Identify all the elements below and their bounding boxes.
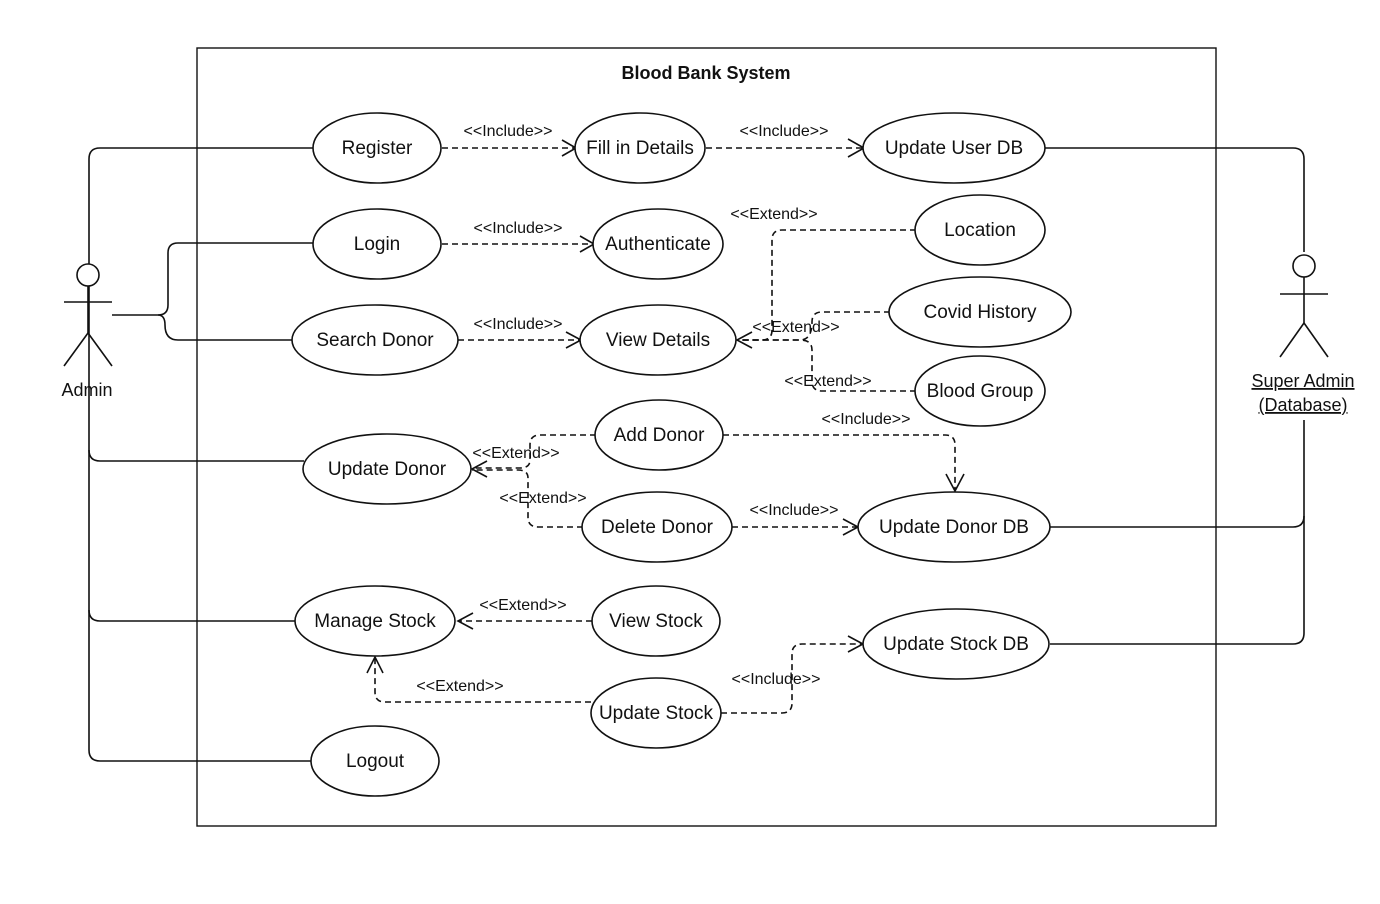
use-case-view-stock: View Stock [591,585,721,657]
use-case-location: Location [914,194,1046,266]
include-label: <<Include>> [822,411,911,428]
extend-label: <<Extend>> [499,490,586,507]
rel-deletedonor-updatedonor [472,469,583,528]
use-case-covid-history: Covid History [888,276,1072,348]
rel-updatestock-stockdb [721,643,862,714]
use-case-delete-donor: Delete Donor [581,491,733,563]
extend-label: <<Extend>> [752,319,839,336]
rel-adddonor-donordb [723,434,956,490]
use-case-label: Add Donor [614,425,706,446]
use-case-label: Manage Stock [314,611,436,632]
actor-admin: Admin [61,263,113,400]
use-case-blood-group: Blood Group [914,355,1046,427]
rel-adddonor-updatedonor [472,434,596,469]
arrowhead [735,331,753,349]
extend-label: <<Extend>> [730,206,817,223]
use-case-label: Register [342,138,413,159]
actor-admin-label: Admin [61,380,112,400]
include-label: <<Include>> [474,220,563,237]
admin-to-manage-stock [88,609,296,622]
use-case-label: Update Donor DB [879,517,1029,538]
use-case-label: View Stock [609,611,703,632]
arrowhead [470,460,488,478]
use-case-login: Login [312,208,442,280]
include-label: <<Include>> [464,123,553,140]
use-case-update-donor: Update Donor [302,433,472,505]
use-case-manage-stock: Manage Stock [294,585,456,657]
extend-label: <<Extend>> [784,373,871,390]
use-case-update-user-db: Update User DB [862,112,1046,184]
use-case-update-donor-db: Update Donor DB [857,491,1051,563]
actor-super-admin: Super Admin (Database) [1251,254,1355,415]
use-case-logout: Logout [310,725,440,797]
use-case-register: Register [312,112,442,184]
superadmin-to-update-donor-db [1050,515,1305,528]
arrowhead [945,473,965,493]
use-case-label: Update Stock DB [883,634,1029,655]
arrowhead [456,612,474,630]
superadmin-to-update-user-db [1045,147,1305,252]
rel-bloodgroup-view [737,339,916,392]
use-case-update-stock-db: Update Stock DB [862,608,1050,680]
include-label: <<Include>> [474,316,563,333]
use-case-label: Update Stock [599,703,714,724]
extend-label: <<Extend>> [472,445,559,462]
use-case-label: Update Donor [328,459,447,480]
admin-association-trunk [88,147,313,762]
include-label: <<Include>> [740,123,829,140]
use-case-search-donor: Search Donor [291,304,459,376]
admin-to-search-donor [157,314,293,341]
use-case-label: Fill in Details [586,138,694,159]
use-case-update-stock: Update Stock [590,677,722,749]
extend-label: <<Extend>> [416,678,503,695]
system-title: Blood Bank System [621,63,790,83]
arrowhead [366,655,384,674]
include-label: <<Include>> [750,502,839,519]
actor-super-admin-label: Super Admin [1251,371,1354,391]
system-boundary [196,47,1217,827]
actor-super-admin-sublabel: (Database) [1258,395,1347,415]
use-case-view-details: View Details [579,304,737,376]
actor-head [1292,254,1316,278]
use-case-label: Update User DB [885,138,1023,159]
use-case-label: Delete Donor [601,517,714,538]
include-label: <<Include>> [732,671,821,688]
use-case-fill-in-details: Fill in Details [574,112,706,184]
use-case-label: Search Donor [316,330,434,351]
admin-to-update-donor [88,449,304,462]
actor-head [76,263,100,287]
use-case-label: Login [354,234,401,255]
rel-updatestock-managestock [374,658,591,703]
extend-label: <<Extend>> [479,597,566,614]
superadmin-trunk-lower [1050,420,1305,645]
use-case-add-donor: Add Donor [594,399,724,471]
use-case-label: Location [944,220,1016,241]
rel-covid-view [737,311,890,341]
admin-to-login [112,242,313,316]
use-case-label: Covid History [924,302,1037,323]
use-case-label: Authenticate [605,234,711,255]
use-case-label: Blood Group [927,381,1034,402]
use-case-label: View Details [606,330,710,351]
use-case-authenticate: Authenticate [592,208,724,280]
use-case-label: Logout [346,751,405,772]
